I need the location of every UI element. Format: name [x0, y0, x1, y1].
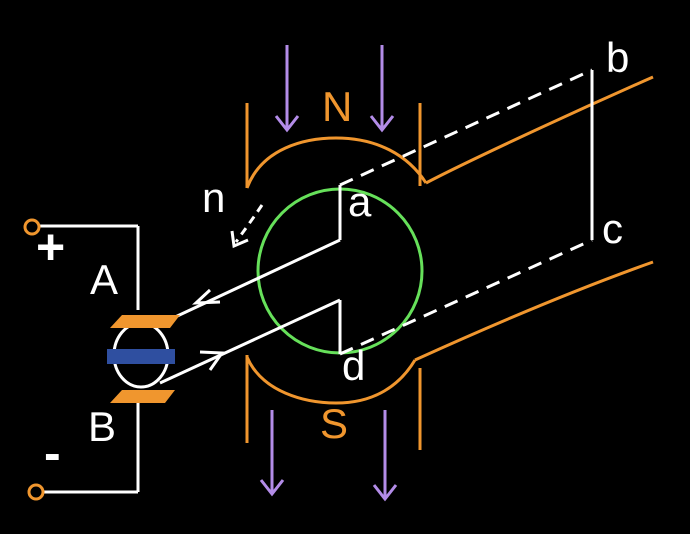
north-pole [245, 75, 654, 189]
commutator-bar [107, 349, 175, 364]
field-arrow [259, 410, 285, 497]
brush-B [110, 390, 175, 403]
label-south: S [320, 400, 348, 447]
field-arrow [274, 45, 300, 133]
terminal-negative[interactable] [27, 483, 45, 501]
label-minus: - [44, 425, 61, 481]
brush-A [110, 315, 180, 328]
rotation-arrow [230, 204, 264, 249]
field-arrows [259, 45, 398, 502]
label-A: A [90, 256, 118, 303]
label-a: a [348, 178, 372, 225]
label-d: d [342, 342, 365, 389]
field-arrow [372, 410, 398, 502]
external-wires [36, 224, 140, 494]
label-b: b [606, 34, 629, 81]
coil-leads [159, 238, 341, 385]
terminal-positive[interactable] [23, 218, 41, 236]
field-arrow [369, 45, 395, 133]
label-plus: + [36, 219, 65, 275]
label-B: B [88, 403, 116, 450]
current-arrow-top [191, 288, 221, 305]
label-n: n [202, 174, 225, 221]
label-c: c [602, 205, 623, 252]
label-north: N [322, 83, 352, 130]
current-arrow-bottom [199, 350, 225, 371]
coil-dashed-sides [339, 68, 593, 356]
south-pole [245, 260, 654, 450]
